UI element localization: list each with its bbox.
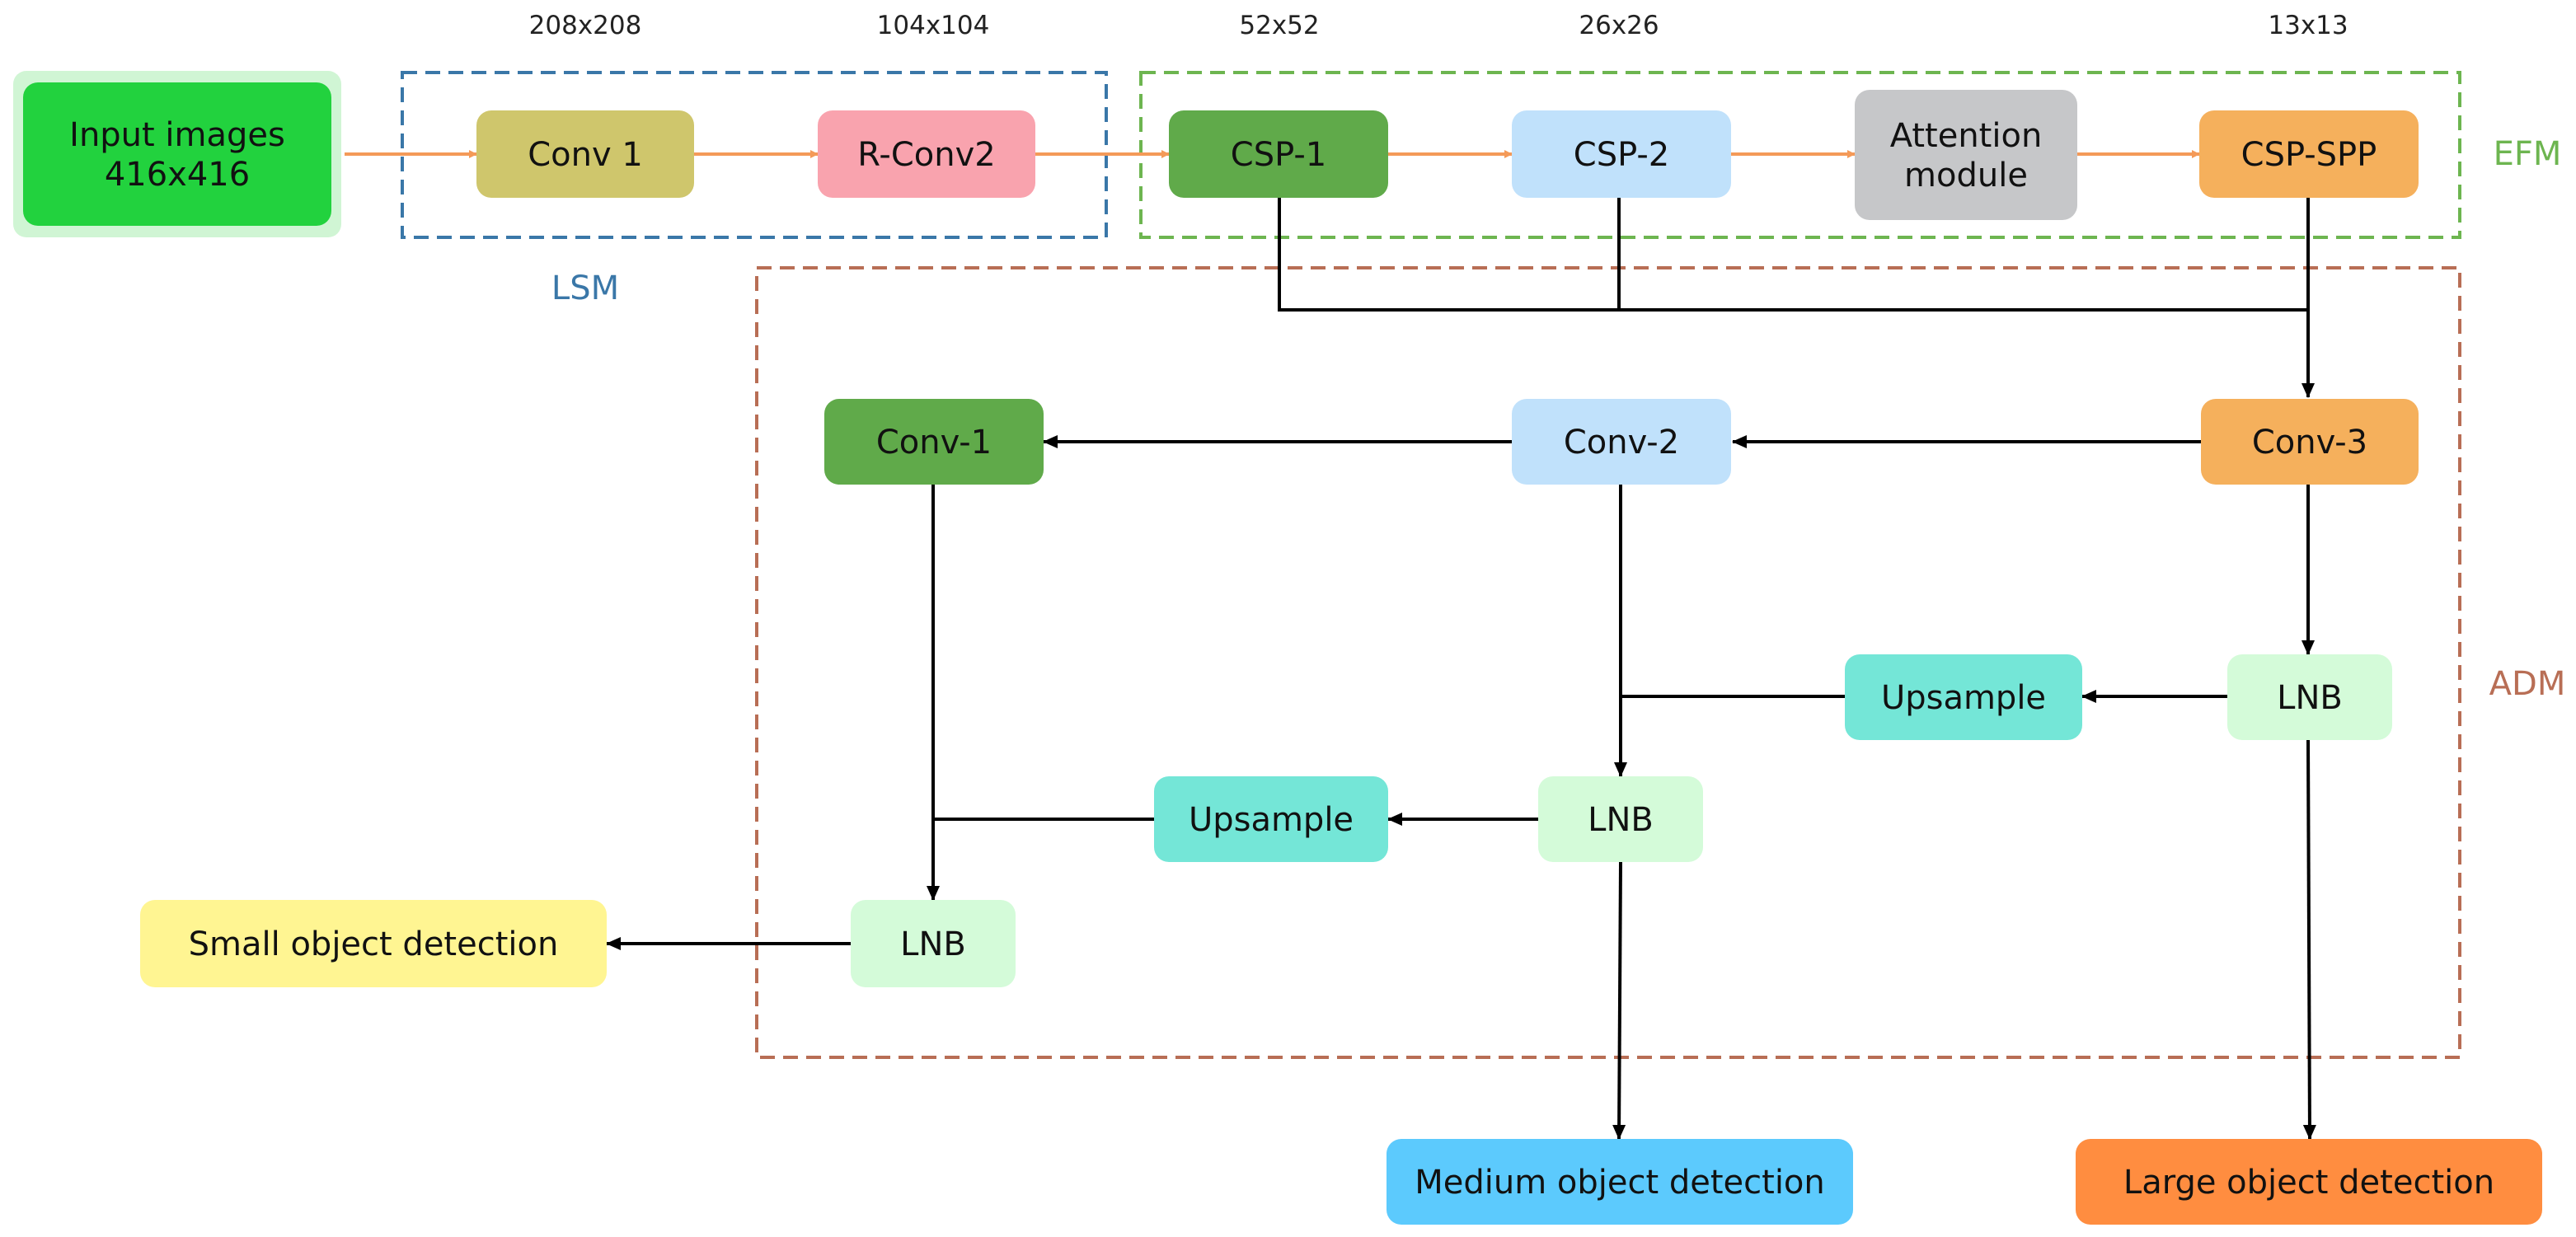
lnb-node-left-box [851, 900, 1016, 987]
lsm-label: LSM [551, 269, 619, 307]
csp-2-node: CSP-2 [1512, 110, 1731, 198]
lnb-node-middle-box [1538, 776, 1703, 862]
lnb-node-right-box [2227, 654, 2392, 740]
r-conv2-node-label: R-Conv2 [857, 136, 995, 174]
dim-label-208: 208x208 [529, 11, 642, 40]
lnb-node-left: LNB [851, 900, 1016, 987]
lnb-node-middle-label: LNB [1588, 801, 1654, 839]
attention-module-node-label: module [1904, 157, 2028, 194]
conv-3-node-box [2201, 399, 2419, 485]
medium-object-detection-node-box [1387, 1139, 1853, 1225]
conv-2-node: Conv-2 [1512, 399, 1731, 485]
conv-3-node-label: Conv-3 [2252, 424, 2367, 462]
medium-object-detection-node-label: Medium object detection [1415, 1164, 1825, 1202]
upsample-node-middle: Upsample [1154, 776, 1388, 862]
large-object-detection-node-label: Large object detection [2123, 1164, 2494, 1202]
lnb-node-left-label: LNB [900, 925, 966, 963]
input-images-node-box [23, 82, 331, 226]
csp-2-node-label: CSP-2 [1574, 136, 1669, 174]
conv1-node-label: Conv 1 [528, 136, 643, 174]
conv1-node-box [476, 110, 694, 198]
conv-2-node-label: Conv-2 [1564, 424, 1679, 462]
csp-2-node-box [1512, 110, 1731, 198]
lnb-node-right: LNB [2227, 654, 2392, 740]
conv-1-node-label: Conv-1 [876, 424, 992, 462]
upsample-node-right-box [1845, 654, 2082, 740]
input-images-node-label: 416x416 [105, 156, 250, 194]
r-conv2-node-box [818, 110, 1035, 198]
dim-label-104: 104x104 [877, 11, 990, 40]
dim-label-26: 26x26 [1579, 11, 1659, 40]
r-conv2-node: R-Conv2 [818, 110, 1035, 198]
dim-label-13: 13x13 [2268, 11, 2348, 40]
csp-spp-node: CSP-SPP [2199, 110, 2419, 198]
csp-1-node-box [1169, 110, 1388, 198]
small-object-detection-node-label: Small object detection [189, 925, 559, 963]
csp-1-node: CSP-1 [1169, 110, 1388, 198]
attention-module-node-box [1855, 90, 2077, 220]
csp-1-node-label: CSP-1 [1231, 136, 1326, 174]
upsample-node-right-label: Upsample [1881, 679, 2046, 717]
edges [345, 150, 2316, 1140]
edge-csp1-down [1278, 198, 2308, 312]
upsample-node-right: Upsample [1845, 654, 2082, 740]
lnb-node-right-label: LNB [2277, 679, 2343, 717]
upsample-node-middle-label: Upsample [1189, 801, 1354, 839]
small-object-detection-node-box [140, 900, 607, 987]
small-object-detection-node: Small object detection [140, 900, 607, 987]
conv-3-node: Conv-3 [2201, 399, 2419, 485]
csp-spp-node-box [2199, 110, 2419, 198]
medium-object-detection-node: Medium object detection [1387, 1139, 1853, 1225]
lnb-node-middle: LNB [1538, 776, 1703, 862]
edge-lnb-a-large [2302, 739, 2316, 1140]
dim-label-52: 52x52 [1239, 11, 1319, 40]
adm-label: ADM [2489, 665, 2566, 703]
upsample-node-middle-box [1154, 776, 1388, 862]
conv-2-node-box [1512, 399, 1731, 485]
large-object-detection-node-box [2076, 1139, 2542, 1225]
efm-label: EFM [2494, 135, 2562, 173]
input-images-node-label: Input images [69, 116, 285, 154]
conv-1-node: Conv-1 [824, 399, 1044, 485]
conv1-node: Conv 1 [476, 110, 694, 198]
csp-spp-node-label: CSP-SPP [2241, 136, 2377, 174]
edge-lnb-b-medium [1612, 861, 1626, 1140]
large-object-detection-node: Large object detection [2076, 1139, 2542, 1225]
attention-module-node-label: Attention [1890, 117, 2043, 155]
conv-1-node-box [824, 399, 1044, 485]
